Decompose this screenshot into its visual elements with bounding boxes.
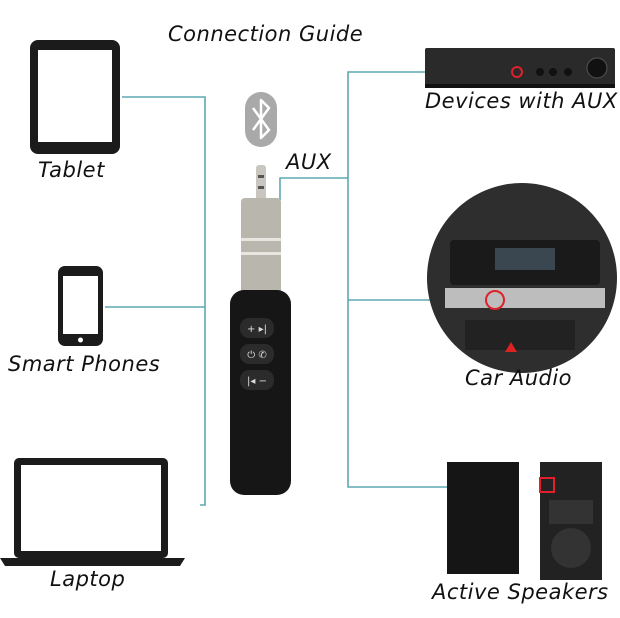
- source-label-tablet: Tablet: [38, 158, 105, 182]
- svg-text:|◂ −: |◂ −: [247, 376, 267, 387]
- target-label-active-speakers: Active Speakers: [432, 580, 609, 604]
- svg-text:⏻ ✆: ⏻ ✆: [247, 350, 266, 361]
- target-label-car-audio: Car Audio: [465, 366, 573, 390]
- svg-text:+ ▸|: + ▸|: [247, 324, 267, 335]
- source-label-laptop: Laptop: [50, 567, 126, 591]
- diagram-title: Connection Guide: [168, 22, 364, 46]
- tablet-icon: [30, 40, 120, 154]
- car-stereo-icon: [427, 183, 617, 373]
- target-label-aux-devices: Devices with AUX: [425, 89, 618, 113]
- amplifier-icon: [425, 48, 615, 88]
- smartphone-icon: [58, 266, 103, 346]
- bluetooth-icon: [245, 92, 277, 147]
- source-label-smartphones: Smart Phones: [8, 352, 161, 376]
- connector-lines: [105, 71, 447, 506]
- laptop-icon: [0, 458, 185, 566]
- aux-label: AUX: [286, 150, 332, 174]
- bluetooth-aux-receiver: + ▸| ⏻ ✆ |◂ −: [230, 165, 291, 495]
- speakers-icon: [447, 462, 602, 580]
